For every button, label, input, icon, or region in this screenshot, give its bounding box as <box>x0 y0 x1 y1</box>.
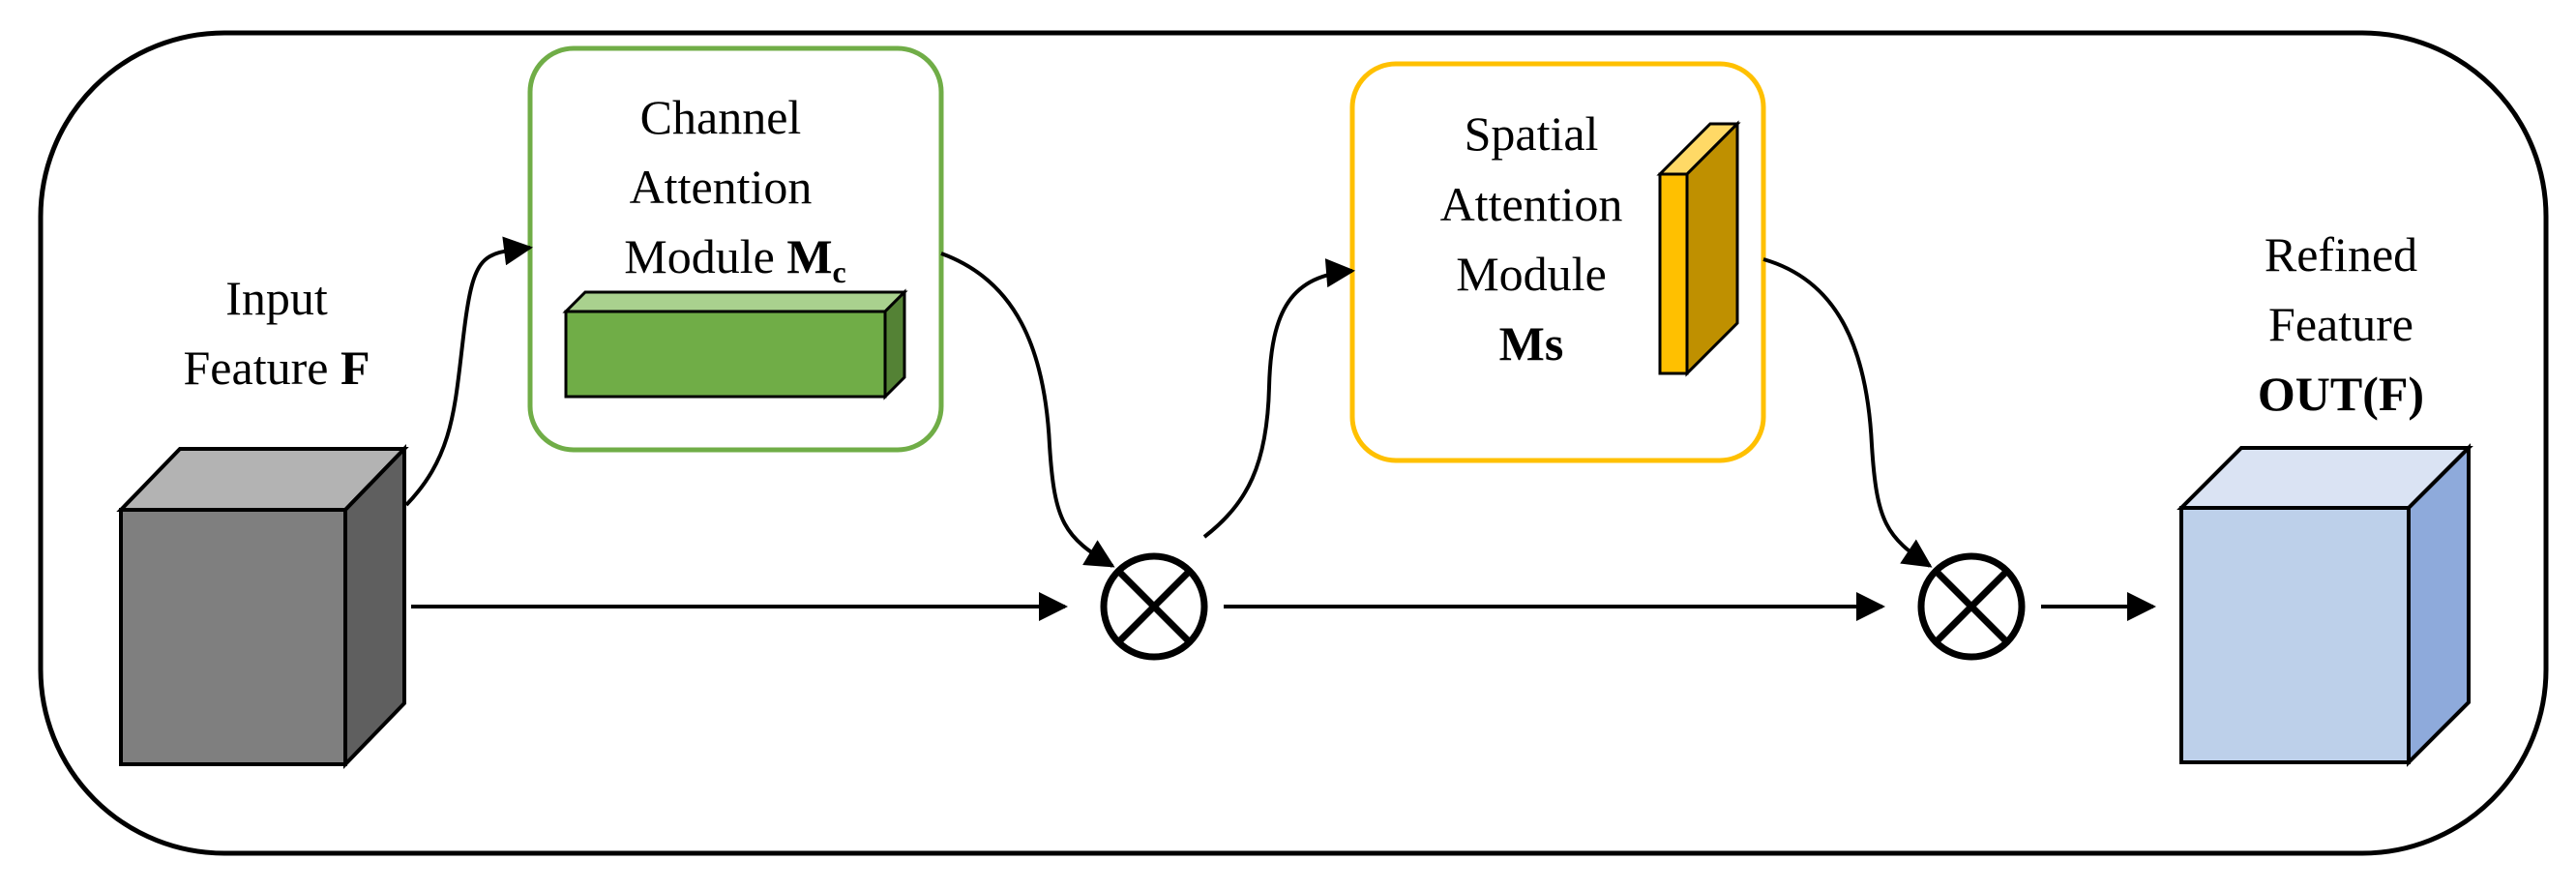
arrow-input-to-channel <box>404 236 533 507</box>
channel-bar-front <box>564 310 887 399</box>
channel-label-line1: Channel <box>640 90 802 144</box>
output-label-line3: OUT(F) <box>2258 367 2424 421</box>
arrow-multiply1-to-spatial <box>1202 258 1355 539</box>
spatial-label-line2: Attention <box>1440 177 1623 231</box>
output-feature-cube <box>2176 443 2473 767</box>
channel-bar-side <box>883 288 906 400</box>
channel-bar-top <box>562 290 908 313</box>
spatial-slab-front <box>1658 172 1689 375</box>
output-label-line2: Feature <box>2268 297 2413 351</box>
input-cube-front <box>119 508 347 766</box>
channel-label-line2: Attention <box>630 160 813 214</box>
multiply-operator-1 <box>1100 552 1208 661</box>
multiply-operator-2 <box>1917 552 2026 661</box>
channel-label-line3: Module Mc <box>624 229 845 289</box>
spatial-label-line1: Spatial <box>1465 106 1599 161</box>
input-label-prefix: Feature <box>184 341 341 395</box>
spatial-attention-slab <box>1656 120 1741 377</box>
channel-label-prefix: Module <box>624 229 786 283</box>
channel-subscript: c <box>833 254 846 289</box>
channel-symbol: M <box>786 229 832 283</box>
spatial-label-line3: Module <box>1456 247 1607 301</box>
input-feature-symbol: F <box>341 341 370 395</box>
outer-frame <box>38 30 2549 856</box>
arrow-channel-to-multiply1 <box>940 252 1115 568</box>
arrow-spatial-to-multiply2 <box>1762 257 1933 568</box>
output-label-line1: Refined <box>2265 227 2417 282</box>
output-cube-front <box>2179 506 2411 764</box>
spatial-symbol: Ms <box>1499 316 1564 371</box>
input-label-line2: Feature F <box>184 341 370 395</box>
input-label-line1: Input <box>225 271 328 325</box>
input-feature-cube <box>116 444 409 769</box>
channel-attention-bar <box>562 288 908 400</box>
